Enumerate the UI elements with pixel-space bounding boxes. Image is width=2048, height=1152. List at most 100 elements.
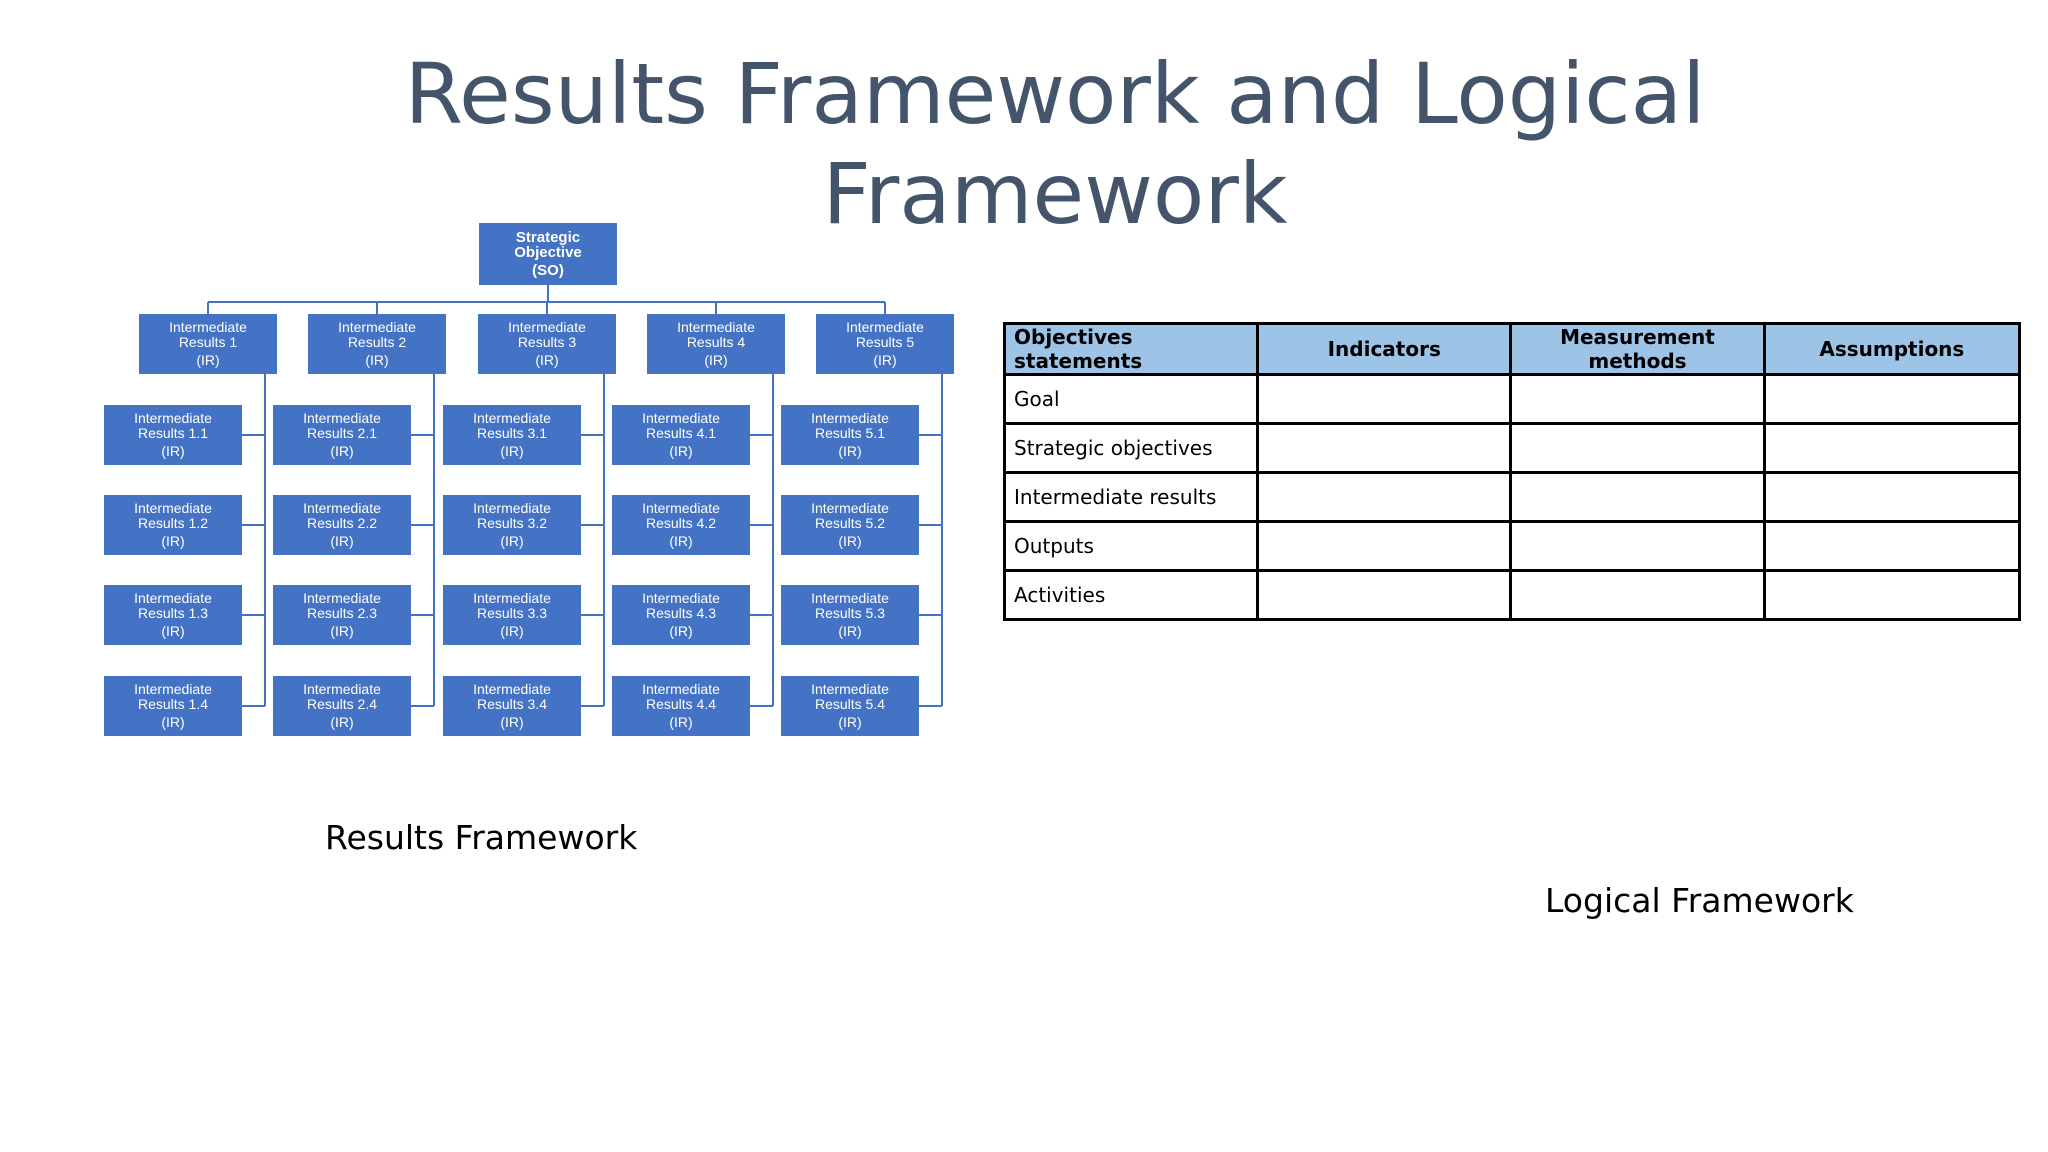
ir-box-5-3-line1: Intermediate [811, 590, 889, 606]
ir-box-3-line1: Intermediate [508, 319, 586, 335]
ir-box-3-4-line1: Intermediate [473, 681, 551, 697]
ir-box-2-line3: (IR) [365, 352, 389, 368]
ir-box-5-2-line3: (IR) [838, 533, 862, 549]
table-cell [1762, 520, 2022, 572]
ir-box-5-3-line3: (IR) [838, 623, 862, 639]
ir-box-1-1-line2: Results 1.1 [137, 425, 209, 441]
row-label-cell: Intermediate results [1002, 471, 1260, 523]
ir-box-3-2-line3: (IR) [500, 533, 524, 549]
row-label-cell: Activities [1002, 569, 1260, 621]
ir-box-4-4-line2: Results 4.4 [645, 696, 717, 712]
ir-box-1-line1: Intermediate [169, 319, 247, 335]
page-title: Results Framework and Logical Framework [0, 44, 2048, 244]
row-label-cell: Outputs [1002, 520, 1260, 572]
ir-box-2-2-line1: Intermediate [303, 500, 381, 516]
ir-box-5-line2: Results 5 [855, 334, 915, 350]
ir-box-3-3-line1: Intermediate [473, 590, 551, 606]
ir-box-2-3-line2: Results 2.3 [306, 605, 378, 621]
ir-box-4-1-line3: (IR) [669, 443, 693, 459]
ir-box-5-2-line1: Intermediate [811, 500, 889, 516]
ir-box-2-2-line3: (IR) [330, 533, 354, 549]
ir-box-1-3-line3: (IR) [161, 623, 185, 639]
ir-box-4-1-line2: Results 4.1 [645, 425, 717, 441]
ir-box-2-line2: Results 2 [347, 334, 407, 350]
ir-box-3-1-line1: Intermediate [473, 410, 551, 426]
ir-box-4-3-line2: Results 4.3 [645, 605, 717, 621]
table-cell [1509, 471, 1766, 523]
row-label-cell: Goal [1002, 373, 1260, 425]
table-cell [1256, 520, 1513, 572]
header-measurement-methods: Measurement methods [1509, 322, 1766, 376]
table-cell [1256, 373, 1513, 425]
ir-box-3-2-line1: Intermediate [473, 500, 551, 516]
table-cell [1762, 373, 2022, 425]
table-cell [1256, 569, 1513, 621]
org-connectors [207, 285, 943, 707]
ir-box-4-4-line1: Intermediate [642, 681, 720, 697]
header-indicators: Indicators [1256, 322, 1513, 376]
ir-box-2-1-line1: Intermediate [303, 410, 381, 426]
table-cell [1509, 422, 1766, 474]
table-cell [1509, 569, 1766, 621]
ir-box-4-4-line3: (IR) [669, 714, 693, 730]
ir-box-4-line2: Results 4 [686, 334, 746, 350]
logical-framework-table: Objectives statements Indicators Measure… [1002, 322, 2022, 621]
header-assumptions: Assumptions [1762, 322, 2022, 376]
table-row: Activities [1002, 569, 2022, 621]
strategic-objective-box-line1: Strategic [515, 229, 581, 246]
ir-box-3-4-line2: Results 3.4 [476, 696, 548, 712]
ir-box-2-3-line1: Intermediate [303, 590, 381, 606]
strategic-objective-box-line3: (SO) [532, 262, 564, 279]
table-cell [1762, 569, 2022, 621]
ir-box-5-1-line1: Intermediate [811, 410, 889, 426]
ir-box-5-2-line2: Results 5.2 [814, 515, 886, 531]
ir-box-1-2-line2: Results 1.2 [137, 515, 209, 531]
ir-box-1-4-line3: (IR) [161, 714, 185, 730]
ir-box-4-line1: Intermediate [677, 319, 755, 335]
ir-box-1-1-line1: Intermediate [134, 410, 212, 426]
ir-box-2-3-line3: (IR) [330, 623, 354, 639]
ir-box-5-4-line1: Intermediate [811, 681, 889, 697]
ir-box-3-line3: (IR) [535, 352, 559, 368]
ir-box-5-1-line2: Results 5.1 [814, 425, 886, 441]
ir-box-3-4-line3: (IR) [500, 714, 524, 730]
ir-box-5-4-line3: (IR) [838, 714, 862, 730]
ir-box-2-4-line3: (IR) [330, 714, 354, 730]
title-line-1: Results Framework and Logical [404, 45, 1706, 143]
ir-box-2-4-line2: Results 2.4 [306, 696, 378, 712]
table-row: Outputs [1002, 520, 2022, 572]
ir-box-1-line3: (IR) [196, 352, 220, 368]
results-framework-caption: Results Framework [325, 818, 638, 857]
ir-box-1-3-line1: Intermediate [134, 590, 212, 606]
table-cell [1509, 373, 1766, 425]
ir-box-2-4-line1: Intermediate [303, 681, 381, 697]
ir-box-1-2-line3: (IR) [161, 533, 185, 549]
table-cell [1256, 471, 1513, 523]
ir-box-4-line3: (IR) [704, 352, 728, 368]
ir-box-3-3-line3: (IR) [500, 623, 524, 639]
ir-box-5-1-line3: (IR) [838, 443, 862, 459]
ir-box-1-4-line1: Intermediate [134, 681, 212, 697]
table-header-row: Objectives statements Indicators Measure… [1002, 322, 2022, 376]
ir-box-4-1-line1: Intermediate [642, 410, 720, 426]
ir-box-4-2-line3: (IR) [669, 533, 693, 549]
table-cell [1762, 422, 2022, 474]
row-label-cell: Strategic objectives [1002, 422, 1260, 474]
